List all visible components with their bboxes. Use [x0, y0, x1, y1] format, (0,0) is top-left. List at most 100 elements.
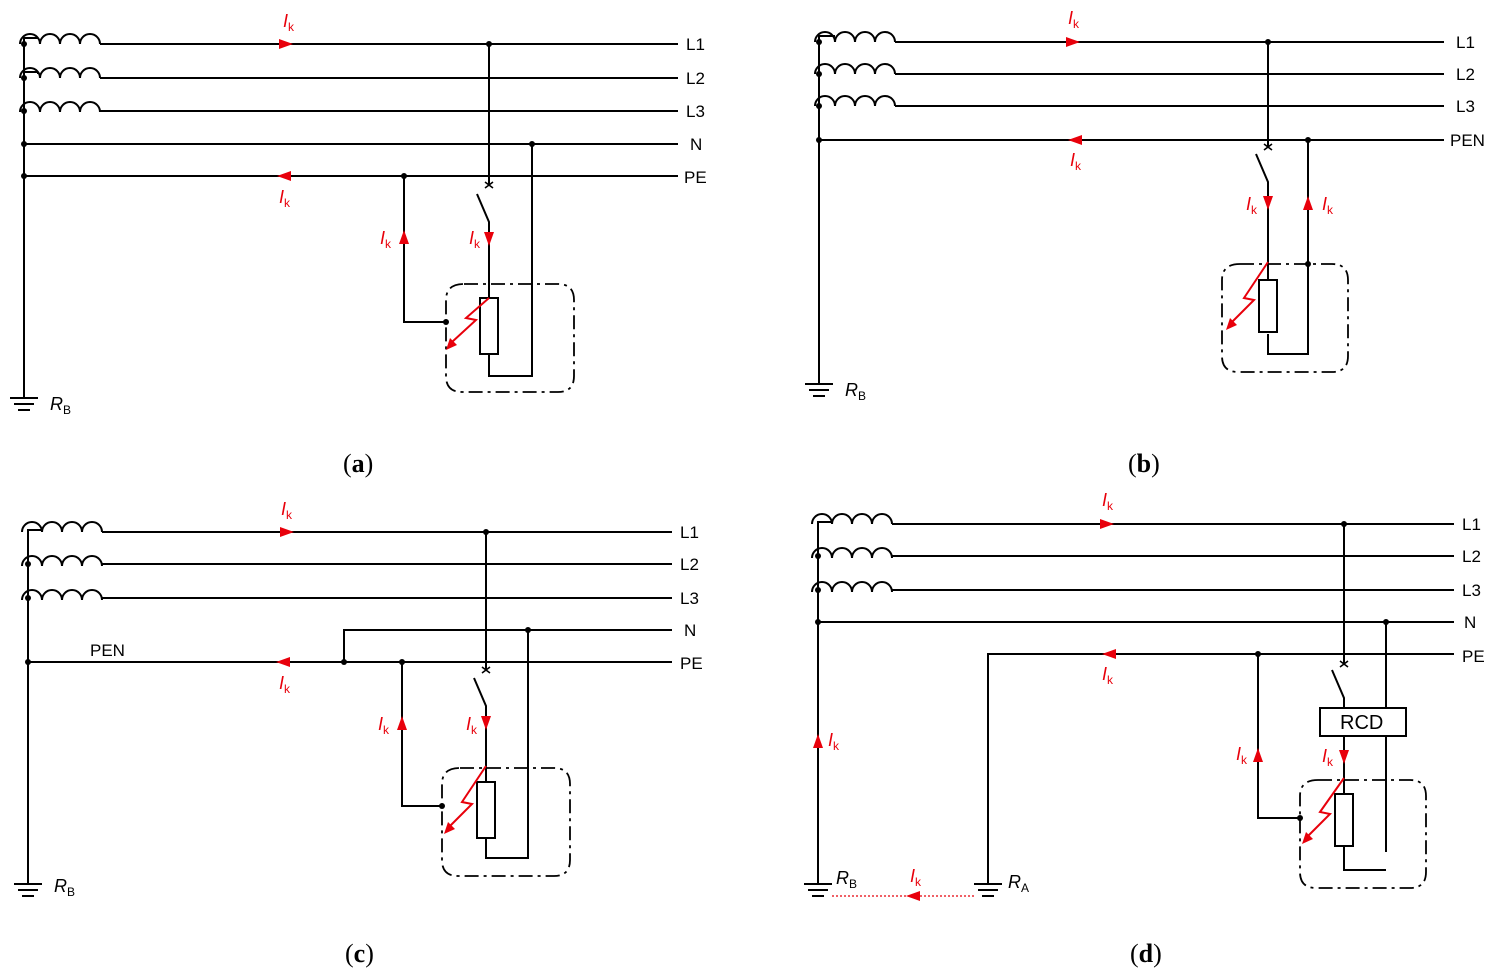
equipment-enclosure [445, 283, 575, 393]
panel-c-tn-c-s-system: L1 L2 L3 N PE PEN Ik Ik Ik Ik RB (c) [14, 499, 703, 968]
earth-electrode-rb [10, 397, 38, 411]
switch-contact [476, 193, 490, 298]
ik-label-down: Ik [469, 228, 481, 251]
caption-b: (b) [1128, 449, 1160, 478]
transformer-windings [814, 31, 896, 107]
caption-d: (d) [1130, 939, 1162, 968]
ik-label-l1: Ik [1068, 8, 1080, 31]
load-resistor [479, 297, 499, 355]
ik-label-l1: Ik [281, 499, 293, 522]
transformer-windings [811, 513, 893, 593]
load-resistor [1334, 793, 1354, 847]
ik-label-earth: Ik [910, 866, 922, 889]
panel-d-tt-system-with-rcd: L1 L2 L3 N PE RCD Ik Ik Ik Ik Ik Ik RB [804, 490, 1485, 968]
equipment-enclosure [1221, 263, 1349, 373]
fault-arrow [451, 297, 490, 343]
label-l2: L2 [1462, 547, 1481, 566]
label-l2: L2 [686, 69, 705, 88]
ik-arrow-l1 [280, 527, 294, 537]
ik-label-up: Ik [378, 714, 390, 737]
ik-label-up-source: Ik [828, 730, 840, 753]
switch-contact [1255, 153, 1269, 280]
label-l3: L3 [686, 102, 705, 121]
pen-return [1267, 140, 1309, 355]
panel-a-tn-s-system: L1 L2 L3 N PE Ik Ik Ik Ik RB (a) [10, 11, 707, 478]
ik-arrow-down [484, 232, 494, 246]
equipment-enclosure [441, 767, 571, 877]
label-l2: L2 [680, 555, 699, 574]
label-l1: L1 [1462, 515, 1481, 534]
equipment-enclosure [1299, 779, 1427, 889]
label-l1: L1 [680, 523, 699, 542]
ik-label-up: Ik [380, 228, 392, 251]
ik-arrow-l1 [1100, 519, 1114, 529]
label-pen: PEN [1450, 131, 1485, 150]
pe-connection [403, 176, 446, 323]
panel-b-tn-c-system: L1 L2 L3 PEN Ik Ik Ik Ik RB (b) [805, 8, 1485, 478]
pe-connection [1257, 654, 1300, 819]
ik-arrow-down-load [1339, 750, 1349, 764]
label-pe: PE [680, 654, 703, 673]
label-n: N [690, 135, 702, 154]
ik-label-l1: Ik [1102, 490, 1114, 513]
switch-contact [1331, 669, 1345, 708]
ik-arrow-up [399, 230, 409, 244]
ik-arrow-up-pe [1253, 748, 1263, 762]
load-return [1343, 846, 1386, 871]
ik-label-down-load: Ik [1322, 746, 1334, 769]
rcd-device [1319, 707, 1407, 737]
caption-c: (c) [345, 939, 374, 968]
earth-label-rb: RB [54, 876, 75, 899]
ik-arrow-pe [1102, 649, 1116, 659]
fault-arrow [1231, 261, 1269, 323]
transformer-windings [21, 521, 103, 601]
ik-label-up-pe: Ik [1236, 744, 1248, 767]
ik-arrow-up [397, 716, 407, 730]
label-pen: PEN [90, 641, 125, 660]
label-pe: PE [684, 168, 707, 187]
transformer-windings [19, 33, 101, 113]
earth-label-rb: RB [845, 380, 866, 403]
ik-arrow-up [1303, 196, 1313, 210]
ik-arrow-up-source [813, 734, 823, 748]
line-n [343, 629, 672, 662]
ik-label-up: Ik [1322, 194, 1334, 217]
ik-arrow-down [1263, 196, 1273, 210]
label-l1: L1 [686, 35, 705, 54]
ik-arrow-pen [1068, 135, 1082, 145]
earth-label-ra: RA [1008, 872, 1029, 895]
rcd-label: RCD [1340, 712, 1383, 734]
earth-label-rb: RB [50, 394, 71, 417]
label-l1: L1 [1456, 33, 1475, 52]
neutral-return [485, 630, 529, 859]
ik-label-down: Ik [466, 714, 478, 737]
ik-label-l1: Ik [283, 11, 295, 34]
earth-label-rb: RB [836, 868, 857, 891]
caption-a: (a) [343, 449, 373, 478]
ik-label-pe: Ik [279, 673, 291, 696]
ik-label-pen: Ik [1070, 150, 1082, 173]
earth-electrode-rb [805, 383, 833, 397]
ik-arrow-pe [277, 171, 291, 181]
ik-arrow-l1 [1066, 37, 1080, 47]
load-resistor [1258, 279, 1278, 333]
label-l3: L3 [1456, 97, 1475, 116]
fault-arrow [1307, 777, 1345, 837]
ik-label-pe: Ik [1102, 664, 1114, 687]
pe-connection [401, 662, 442, 807]
ik-arrow-down [481, 716, 491, 730]
label-n: N [684, 621, 696, 640]
earth-electrode-rb [804, 883, 832, 897]
switch-contact [473, 677, 487, 782]
ik-label-down: Ik [1246, 194, 1258, 217]
ik-arrow-l1 [279, 39, 293, 49]
ik-label-pe: Ik [279, 187, 291, 210]
line-pe [987, 653, 1454, 884]
load-resistor [476, 781, 496, 839]
ik-arrow-earth [906, 891, 920, 901]
ik-arrow-pe [276, 657, 290, 667]
label-l2: L2 [1456, 65, 1475, 84]
earth-electrode-rb [14, 883, 42, 897]
label-pe: PE [1462, 647, 1485, 666]
